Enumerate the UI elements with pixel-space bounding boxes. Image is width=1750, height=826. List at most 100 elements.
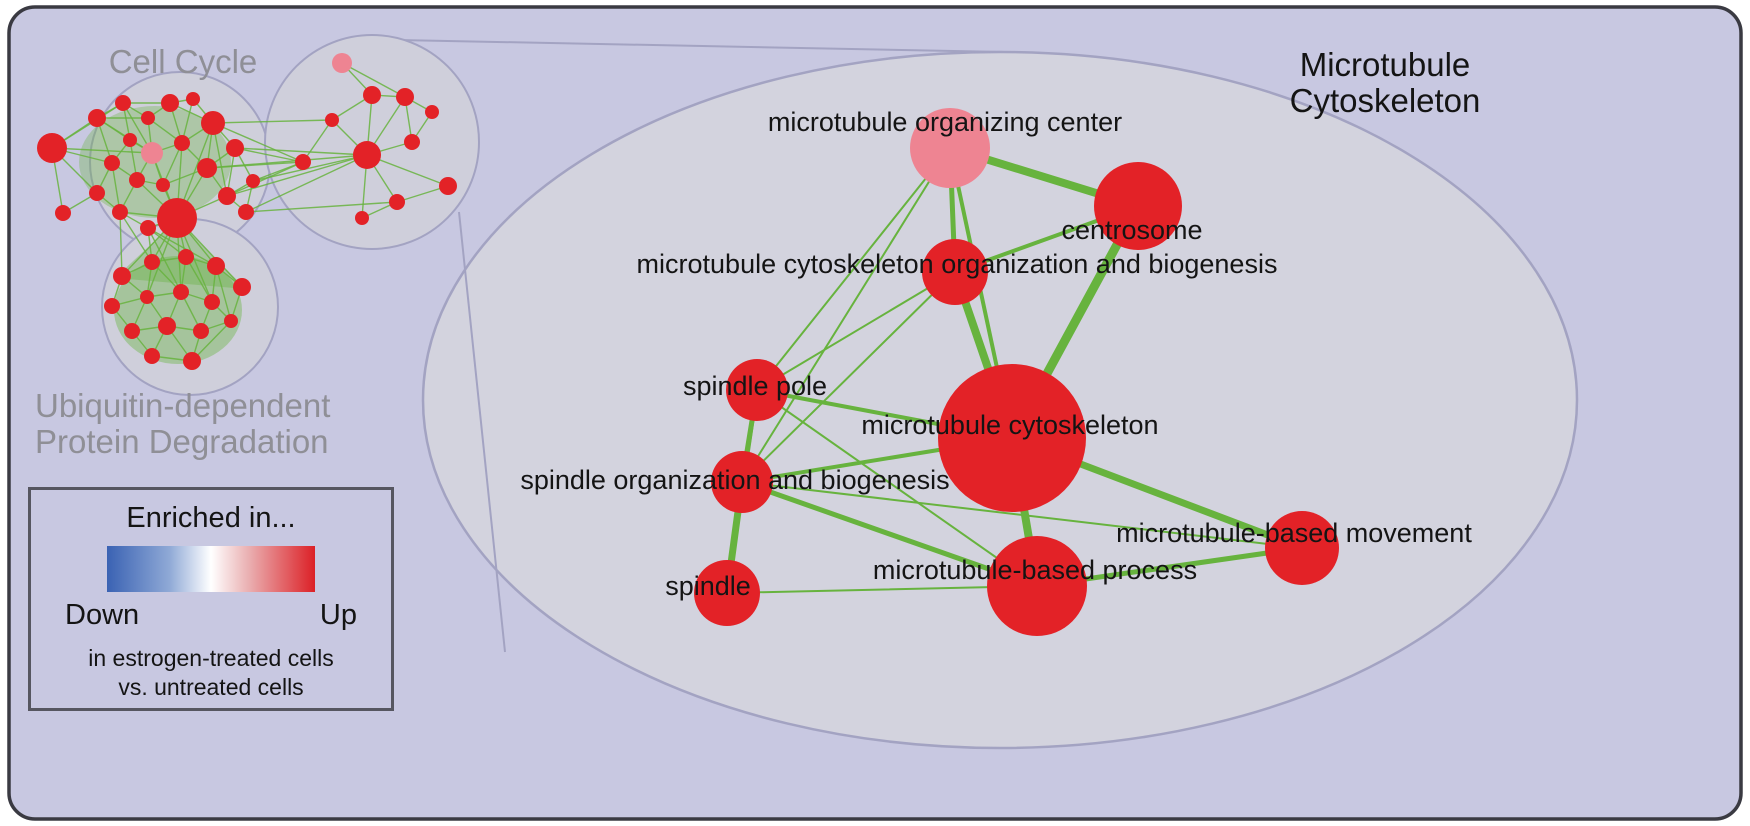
- node-microtubule-cytoskeleton-organization-and-biogenesis: [922, 239, 988, 305]
- overview-node: [226, 139, 244, 157]
- overview-node: [141, 111, 155, 125]
- overview-edge: [185, 256, 213, 303]
- overview-nodes: [37, 53, 457, 370]
- overview-edge: [226, 154, 368, 197]
- detail-nodes: [694, 108, 1339, 636]
- legend-title: Enriched in...: [126, 502, 296, 534]
- overview-edge: [119, 211, 123, 277]
- overview-edge: [206, 154, 368, 169]
- legend-caption-line2: vs. untreated cells: [118, 674, 304, 701]
- overview-edge: [191, 320, 232, 362]
- overview-node: [355, 211, 369, 225]
- overview-edge: [234, 147, 304, 163]
- overview-node: [55, 205, 71, 221]
- microtubule-title-line1: Microtubule: [1300, 46, 1471, 83]
- overview-edge: [226, 161, 304, 197]
- overview-edge: [341, 62, 406, 98]
- ubiquitin-title-line1: Ubiquitin-dependent: [35, 387, 330, 424]
- overview-node: [113, 267, 131, 285]
- overview-edge: [215, 265, 232, 322]
- overview-node: [396, 88, 414, 106]
- overview-node: [207, 257, 225, 275]
- detail-edge: [726, 585, 1038, 594]
- label-spindle-pole: spindle pole: [683, 371, 827, 401]
- label-spindle: spindle: [665, 571, 751, 601]
- node-spindle: [694, 560, 760, 626]
- overview-edge: [245, 154, 368, 213]
- overview-edge: [111, 162, 121, 213]
- legend-box: Enriched in... Down Up in estrogen-treat…: [28, 487, 394, 711]
- overview-node: [37, 133, 67, 163]
- enrichment-gradient-bar: [107, 546, 315, 592]
- overview-node: [89, 185, 105, 201]
- overview-node: [363, 86, 381, 104]
- overview-edge: [147, 227, 182, 293]
- overview-node: [246, 174, 260, 188]
- zoom-connector-bottom: [458, 211, 506, 653]
- cell-cycle-title: Cell Cycle: [109, 43, 258, 80]
- overview-node: [161, 94, 179, 112]
- overview-node: [157, 198, 197, 238]
- overview-edge: [51, 147, 153, 154]
- overview-node: [332, 53, 352, 73]
- overview-node: [144, 254, 160, 270]
- overview-node: [112, 204, 128, 220]
- label-spindle-organization-and-biogenesis: spindle organization and biogenesis: [520, 465, 949, 495]
- overview-node: [178, 249, 194, 265]
- overview-edge: [245, 201, 398, 213]
- overview-node: [325, 113, 339, 127]
- overview-edge: [366, 154, 449, 187]
- overview-node: [193, 323, 209, 339]
- detail-edge: [756, 147, 951, 391]
- overview-node: [233, 278, 251, 296]
- overview-node: [238, 204, 254, 220]
- overview-node: [123, 133, 137, 147]
- overview-node: [104, 298, 120, 314]
- node-microtubule-organizing-center: [910, 108, 990, 188]
- overview-node: [158, 317, 176, 335]
- node-microtubule-cytoskeleton: [938, 364, 1086, 512]
- overview-edge: [234, 147, 368, 156]
- node-spindle-organization-and-biogenesis: [711, 451, 773, 513]
- node-microtubule-based-process: [987, 536, 1087, 636]
- overview-node: [129, 172, 145, 188]
- overview-node: [218, 187, 236, 205]
- overview-node: [197, 158, 217, 178]
- legend-down-label: Down: [65, 599, 140, 631]
- zoom-connector-top: [397, 39, 1006, 53]
- overview-node: [389, 194, 405, 210]
- label-microtubule-based-movement: microtubule-based movement: [1116, 518, 1472, 548]
- overview-node: [204, 294, 220, 310]
- overview-node: [425, 105, 439, 119]
- detail-edge: [741, 271, 956, 483]
- overview-node: [140, 220, 156, 236]
- overview-node: [88, 109, 106, 127]
- overview-node: [144, 348, 160, 364]
- overview-node: [353, 141, 381, 169]
- node-microtubule-based-movement: [1265, 511, 1339, 585]
- node-spindle-pole: [726, 359, 788, 421]
- overview-node: [140, 290, 154, 304]
- overview-node: [295, 154, 311, 170]
- overview-node: [439, 177, 457, 195]
- legend-up-label: Up: [319, 599, 357, 631]
- overview-node: [104, 155, 120, 171]
- overview-node: [404, 134, 420, 150]
- overview-node: [186, 92, 200, 106]
- overview-edge: [212, 122, 304, 163]
- ubiquitin-title-line2: Protein Degradation: [35, 423, 329, 460]
- overview-node: [156, 178, 170, 192]
- detail-edge: [741, 147, 951, 483]
- overview-node: [183, 352, 201, 370]
- overview-node: [173, 284, 189, 300]
- overview-node: [115, 95, 131, 111]
- ubiquitin-edge-density: [114, 256, 242, 364]
- legend-direction-labels: Down Up: [65, 599, 357, 632]
- detail-edge: [756, 389, 1038, 587]
- detail-edge: [739, 479, 1040, 589]
- microtubule-title-line2: Cytoskeleton: [1290, 82, 1481, 119]
- overview-node: [224, 314, 238, 328]
- overview-edge: [212, 119, 333, 124]
- label-microtubule-based-process: microtubule-based process: [873, 555, 1197, 585]
